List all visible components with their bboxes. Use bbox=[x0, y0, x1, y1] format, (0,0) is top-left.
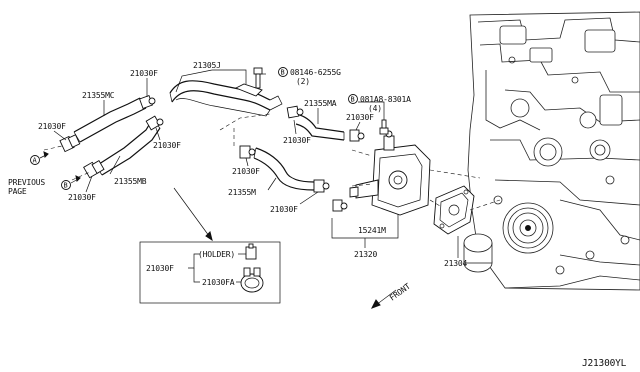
label-21030f-center: 21030F bbox=[283, 136, 311, 145]
svg-text:FRONT: FRONT bbox=[388, 282, 412, 303]
label-21305j: 21305J bbox=[193, 61, 221, 70]
label-inset-21030f: 21030F bbox=[146, 264, 174, 273]
label-previous-page-1: PREVIOUS bbox=[8, 178, 45, 187]
oil-cooler-assembly bbox=[349, 130, 431, 216]
label-21355ma: 21355MA bbox=[304, 99, 337, 108]
svg-text:A: A bbox=[33, 157, 38, 165]
label-21030f-top-left: 21030F bbox=[130, 69, 158, 78]
clamp-top-left bbox=[139, 95, 156, 109]
label-21320: 21320 bbox=[354, 250, 377, 259]
label-21030f-lower-left: 21030F bbox=[68, 193, 96, 202]
label-21030f-mid: 21030F bbox=[153, 141, 181, 150]
label-21355mc: 21355MC bbox=[82, 91, 115, 100]
clamp-cooler-left bbox=[332, 199, 348, 212]
label-21030f-center-low: 21030F bbox=[232, 167, 260, 176]
clamp-right bbox=[286, 105, 304, 119]
hose-21355mc bbox=[73, 97, 147, 143]
label-inset-holder: (HOLDER) bbox=[198, 250, 235, 259]
clamp-lower-center bbox=[313, 179, 330, 193]
svg-text:B: B bbox=[351, 96, 355, 104]
label-15241m: 15241M bbox=[358, 226, 386, 235]
label-21355mb: 21355MB bbox=[114, 177, 147, 186]
clamp-lower-left bbox=[83, 160, 105, 179]
marker-b: B bbox=[61, 175, 81, 190]
front-arrow: FRONT bbox=[370, 282, 412, 309]
diagram-code: J21300YL bbox=[582, 358, 627, 369]
label-081a8-8301a: 081A8-8301A bbox=[360, 95, 411, 104]
label-08146-qty: (2) bbox=[296, 77, 310, 86]
label-previous-page-2: PAGE bbox=[8, 187, 27, 196]
svg-text:B: B bbox=[64, 182, 68, 190]
gasket-plate bbox=[433, 185, 475, 235]
clamp-center bbox=[239, 145, 256, 159]
label-21355m: 21355M bbox=[228, 188, 256, 197]
label-08146-6255g: 08146-6255G bbox=[290, 68, 341, 77]
label-21030f-left: 21030F bbox=[38, 122, 66, 131]
clamp-far-right bbox=[349, 129, 365, 142]
label-21030f-lower-center: 21030F bbox=[270, 205, 298, 214]
detail-inset bbox=[139, 187, 281, 304]
circle-b-bolt-top: B bbox=[278, 67, 288, 77]
leader-lines bbox=[53, 69, 459, 258]
engine-block-illustration bbox=[463, 11, 640, 291]
svg-text:B: B bbox=[281, 69, 285, 77]
routing-dashes bbox=[43, 113, 501, 211]
clamp-left bbox=[59, 134, 81, 153]
bolt-081a8 bbox=[379, 119, 389, 135]
label-081a8-qty: (4) bbox=[368, 104, 382, 113]
marker-a: A bbox=[30, 151, 49, 165]
bolt-08146 bbox=[253, 67, 263, 89]
hose-21355ma bbox=[295, 113, 345, 141]
hose-21305j bbox=[169, 80, 283, 117]
label-21304: 21304 bbox=[444, 259, 467, 268]
label-21030f-right-far: 21030F bbox=[346, 113, 374, 122]
label-inset-21030fa: 21030FA bbox=[202, 278, 235, 287]
circle-b-bolt-right: B bbox=[348, 94, 358, 104]
hose-21355m bbox=[253, 147, 315, 191]
clamp-mid bbox=[145, 115, 164, 131]
